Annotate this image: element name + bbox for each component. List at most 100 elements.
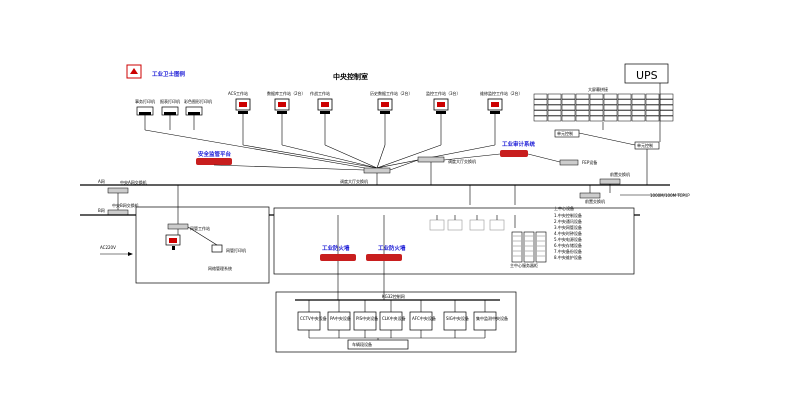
legend-icon xyxy=(126,64,142,79)
center-b-switch xyxy=(107,209,129,216)
security-platform-label: 安全监管平台 xyxy=(198,150,232,158)
front-switch-2 xyxy=(579,192,601,199)
firewall-1-label: 工业防火墙 xyxy=(322,244,350,252)
rack-unit-0 xyxy=(511,231,523,263)
sync-device xyxy=(554,129,580,138)
host-3 xyxy=(489,219,505,231)
equipment-label-1: PA中央设备 xyxy=(330,315,351,321)
rack-unit-1 xyxy=(523,231,535,263)
net-mgmt-switch xyxy=(167,223,189,230)
equipment-label-0: CCTV中央设备 xyxy=(300,315,327,321)
net-mgmt-system-label: 网络管理系统 xyxy=(208,265,232,271)
screen-wall xyxy=(533,93,674,130)
page-title: 中央控制室 xyxy=(333,72,368,81)
front-switch-label: 前置交换机 xyxy=(610,171,630,177)
equipment-4 xyxy=(409,311,433,331)
net-mgmt-ws-label: 网管工作站 xyxy=(190,225,210,231)
printer-label-2: 彩色图形打印机 xyxy=(184,98,212,104)
net-mgmt-printer-label: 网管打印机 xyxy=(226,247,246,253)
equipment-label-5: SIG中央设备 xyxy=(446,315,469,321)
host-0 xyxy=(429,219,445,231)
printer-label-0: 事务打印机 xyxy=(135,98,155,104)
printer-label-1: 报表打印机 xyxy=(160,98,180,104)
ups-box xyxy=(624,63,669,84)
printer-0 xyxy=(136,106,154,116)
ups-controller-label: 单元控制 xyxy=(637,142,653,148)
equipment-2 xyxy=(353,311,377,331)
net-mgmt-workstation xyxy=(165,234,181,250)
screen-wall-label: 大屏幕拼接 xyxy=(588,86,608,92)
workstation-3 xyxy=(377,98,393,114)
workstation-0 xyxy=(235,98,251,114)
depot-equipment-label: 车辆段设备 xyxy=(352,341,372,347)
host-2 xyxy=(469,219,485,231)
equipment-0 xyxy=(297,311,321,331)
equipment-label-3: CLK中央设备 xyxy=(382,315,406,321)
depot-equipment-box xyxy=(347,339,409,350)
legend-title: 工业卫士图例 xyxy=(152,70,186,78)
center-a-switch-label: 中央A网交换机 xyxy=(120,179,147,185)
security-platform-device xyxy=(196,158,232,165)
front-switch-2-label: 前置交换机 xyxy=(585,198,605,204)
equipment-1 xyxy=(327,311,351,331)
audit-system-device xyxy=(500,150,528,157)
workstation-label-4: 监控工作站（3台） xyxy=(426,90,461,96)
net-mgmt-box xyxy=(135,206,270,284)
rack-item-4: 5.中央电源设备 xyxy=(554,236,582,242)
workstation-5 xyxy=(487,98,503,114)
firewall-2-label: 工业防火墙 xyxy=(378,244,406,252)
workstation-1 xyxy=(274,98,290,114)
rack-item-2: 3.中央网管设备 xyxy=(554,224,582,230)
equipment-label-2: PIS中央设备 xyxy=(356,315,378,321)
center-b-switch-label: 中央B网交换机 xyxy=(112,202,139,208)
rack-unit-2 xyxy=(535,231,547,263)
workstation-label-0: ACS工作站 xyxy=(228,90,248,96)
host-1 xyxy=(447,219,463,231)
equipment-3 xyxy=(379,311,403,331)
sync-device-label: 单元控制 xyxy=(557,130,573,136)
rack-item-0: 1.中央控制设备 xyxy=(554,212,582,218)
printer-group: 事务打印机报表打印机彩色图形打印机 xyxy=(135,98,366,169)
rack-item-1: 2.中央通讯设备 xyxy=(554,218,582,224)
audit-system-label: 工业审计系统 xyxy=(502,140,536,148)
firewall-2-device xyxy=(366,254,402,261)
printer-1 xyxy=(161,106,179,116)
host-group xyxy=(429,215,505,231)
backbone-switch xyxy=(363,167,391,174)
front-switch xyxy=(599,178,621,185)
net-a-label: A网 xyxy=(98,179,105,184)
connection-lines xyxy=(117,83,661,300)
equipment-6 xyxy=(473,311,497,331)
workstation-label-3: 历史数据工作站（2台） xyxy=(370,90,413,96)
backbone-switch-2 xyxy=(417,156,445,163)
net-b-label: B网 xyxy=(98,208,105,213)
ups-label: UPS xyxy=(636,69,658,82)
printer-2 xyxy=(185,106,203,116)
server-rack xyxy=(511,231,547,263)
rack-item-list: 1.中央控制设备2.中央通讯设备3.中央网管设备4.中央时钟设备5.中央电源设备… xyxy=(554,212,582,260)
workstation-label-1: 数据库工作站（2台） xyxy=(267,90,306,96)
rack-item-6: 7.中央备份设备 xyxy=(554,248,582,254)
ac-label: AC220V xyxy=(100,245,116,250)
equipment-5 xyxy=(443,311,467,331)
workstation-4 xyxy=(433,98,449,114)
rack-caption: 主中心服务器柜 xyxy=(510,262,538,268)
rack-item-5: 6.中央存储设备 xyxy=(554,242,582,248)
net-mgmt-printer xyxy=(211,244,223,253)
fep-device xyxy=(559,159,579,166)
tcp-label: 1000M/100M TCP/IP xyxy=(650,193,690,198)
backbone-switch-label: 调度大厅交换机 xyxy=(340,178,368,184)
rack-title: 上中心设备 xyxy=(554,205,574,211)
equipment-label-4: AFC中央设备 xyxy=(412,315,436,321)
workstation-label-2: 作战工作站 xyxy=(310,90,330,96)
workstation-2 xyxy=(317,98,333,114)
workstation-label-5: 维修监控工作站（2台） xyxy=(480,90,523,96)
rack-item-3: 4.中央时钟设备 xyxy=(554,230,582,236)
central-zone-box xyxy=(273,207,635,275)
ring-title: KG32控制网 xyxy=(382,293,405,299)
backbone-switch-2-label: 调度大厅交换机 xyxy=(448,158,476,164)
workstation-group: ACS工作站 数据库工作站（2台） 作战工作站 历史数据工作站（2台） 监控工作站（3台… xyxy=(228,90,523,169)
center-a-switch xyxy=(107,187,129,194)
